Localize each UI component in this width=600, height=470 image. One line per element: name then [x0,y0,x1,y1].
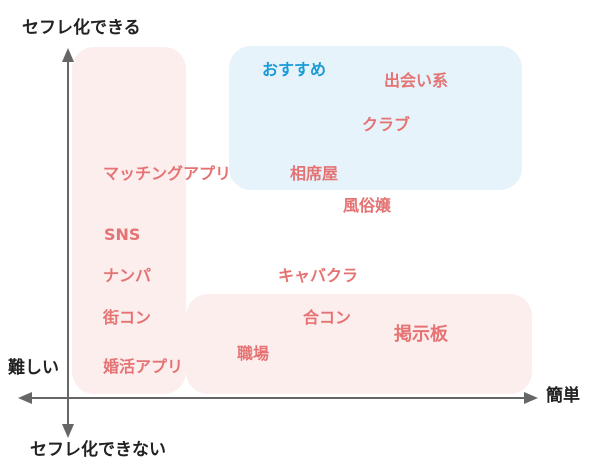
method-konkatsu: 婚活アプリ [103,357,184,376]
recommend-region [229,46,522,190]
x-axis-right-label: 簡単 [546,386,580,406]
x-axis-left-label: 難しい [8,358,59,378]
method-kyabakura: キャバクラ [278,266,359,285]
method-aiseki: 相席屋 [290,164,339,183]
method-fuzoku: 風俗嬢 [343,196,392,215]
method-matching: マッチングアプリ [103,164,232,183]
pink-region-bottom [186,294,532,394]
method-deaikei: 出会い系 [384,71,449,90]
y-axis-bottom-label: セフレ化できない [30,440,166,460]
method-club: クラブ [362,115,411,134]
pink-region-left [72,47,186,394]
y-axis-arrow-top [62,48,74,62]
x-axis-arrow-right [524,392,538,404]
method-nanpa: ナンパ [103,266,152,285]
method-shokuba: 職場 [237,344,270,363]
method-machikon: 街コン [103,308,152,327]
y-axis-top-label: セフレ化できる [22,18,141,38]
method-goukon: 合コン [303,308,352,327]
y-axis-arrow-bottom [62,424,74,438]
x-axis-arrow-left [18,392,32,404]
recommend-label: おすすめ [262,60,327,79]
method-sns: SNS [104,225,141,244]
method-keijiban: 掲示板 [394,324,448,345]
